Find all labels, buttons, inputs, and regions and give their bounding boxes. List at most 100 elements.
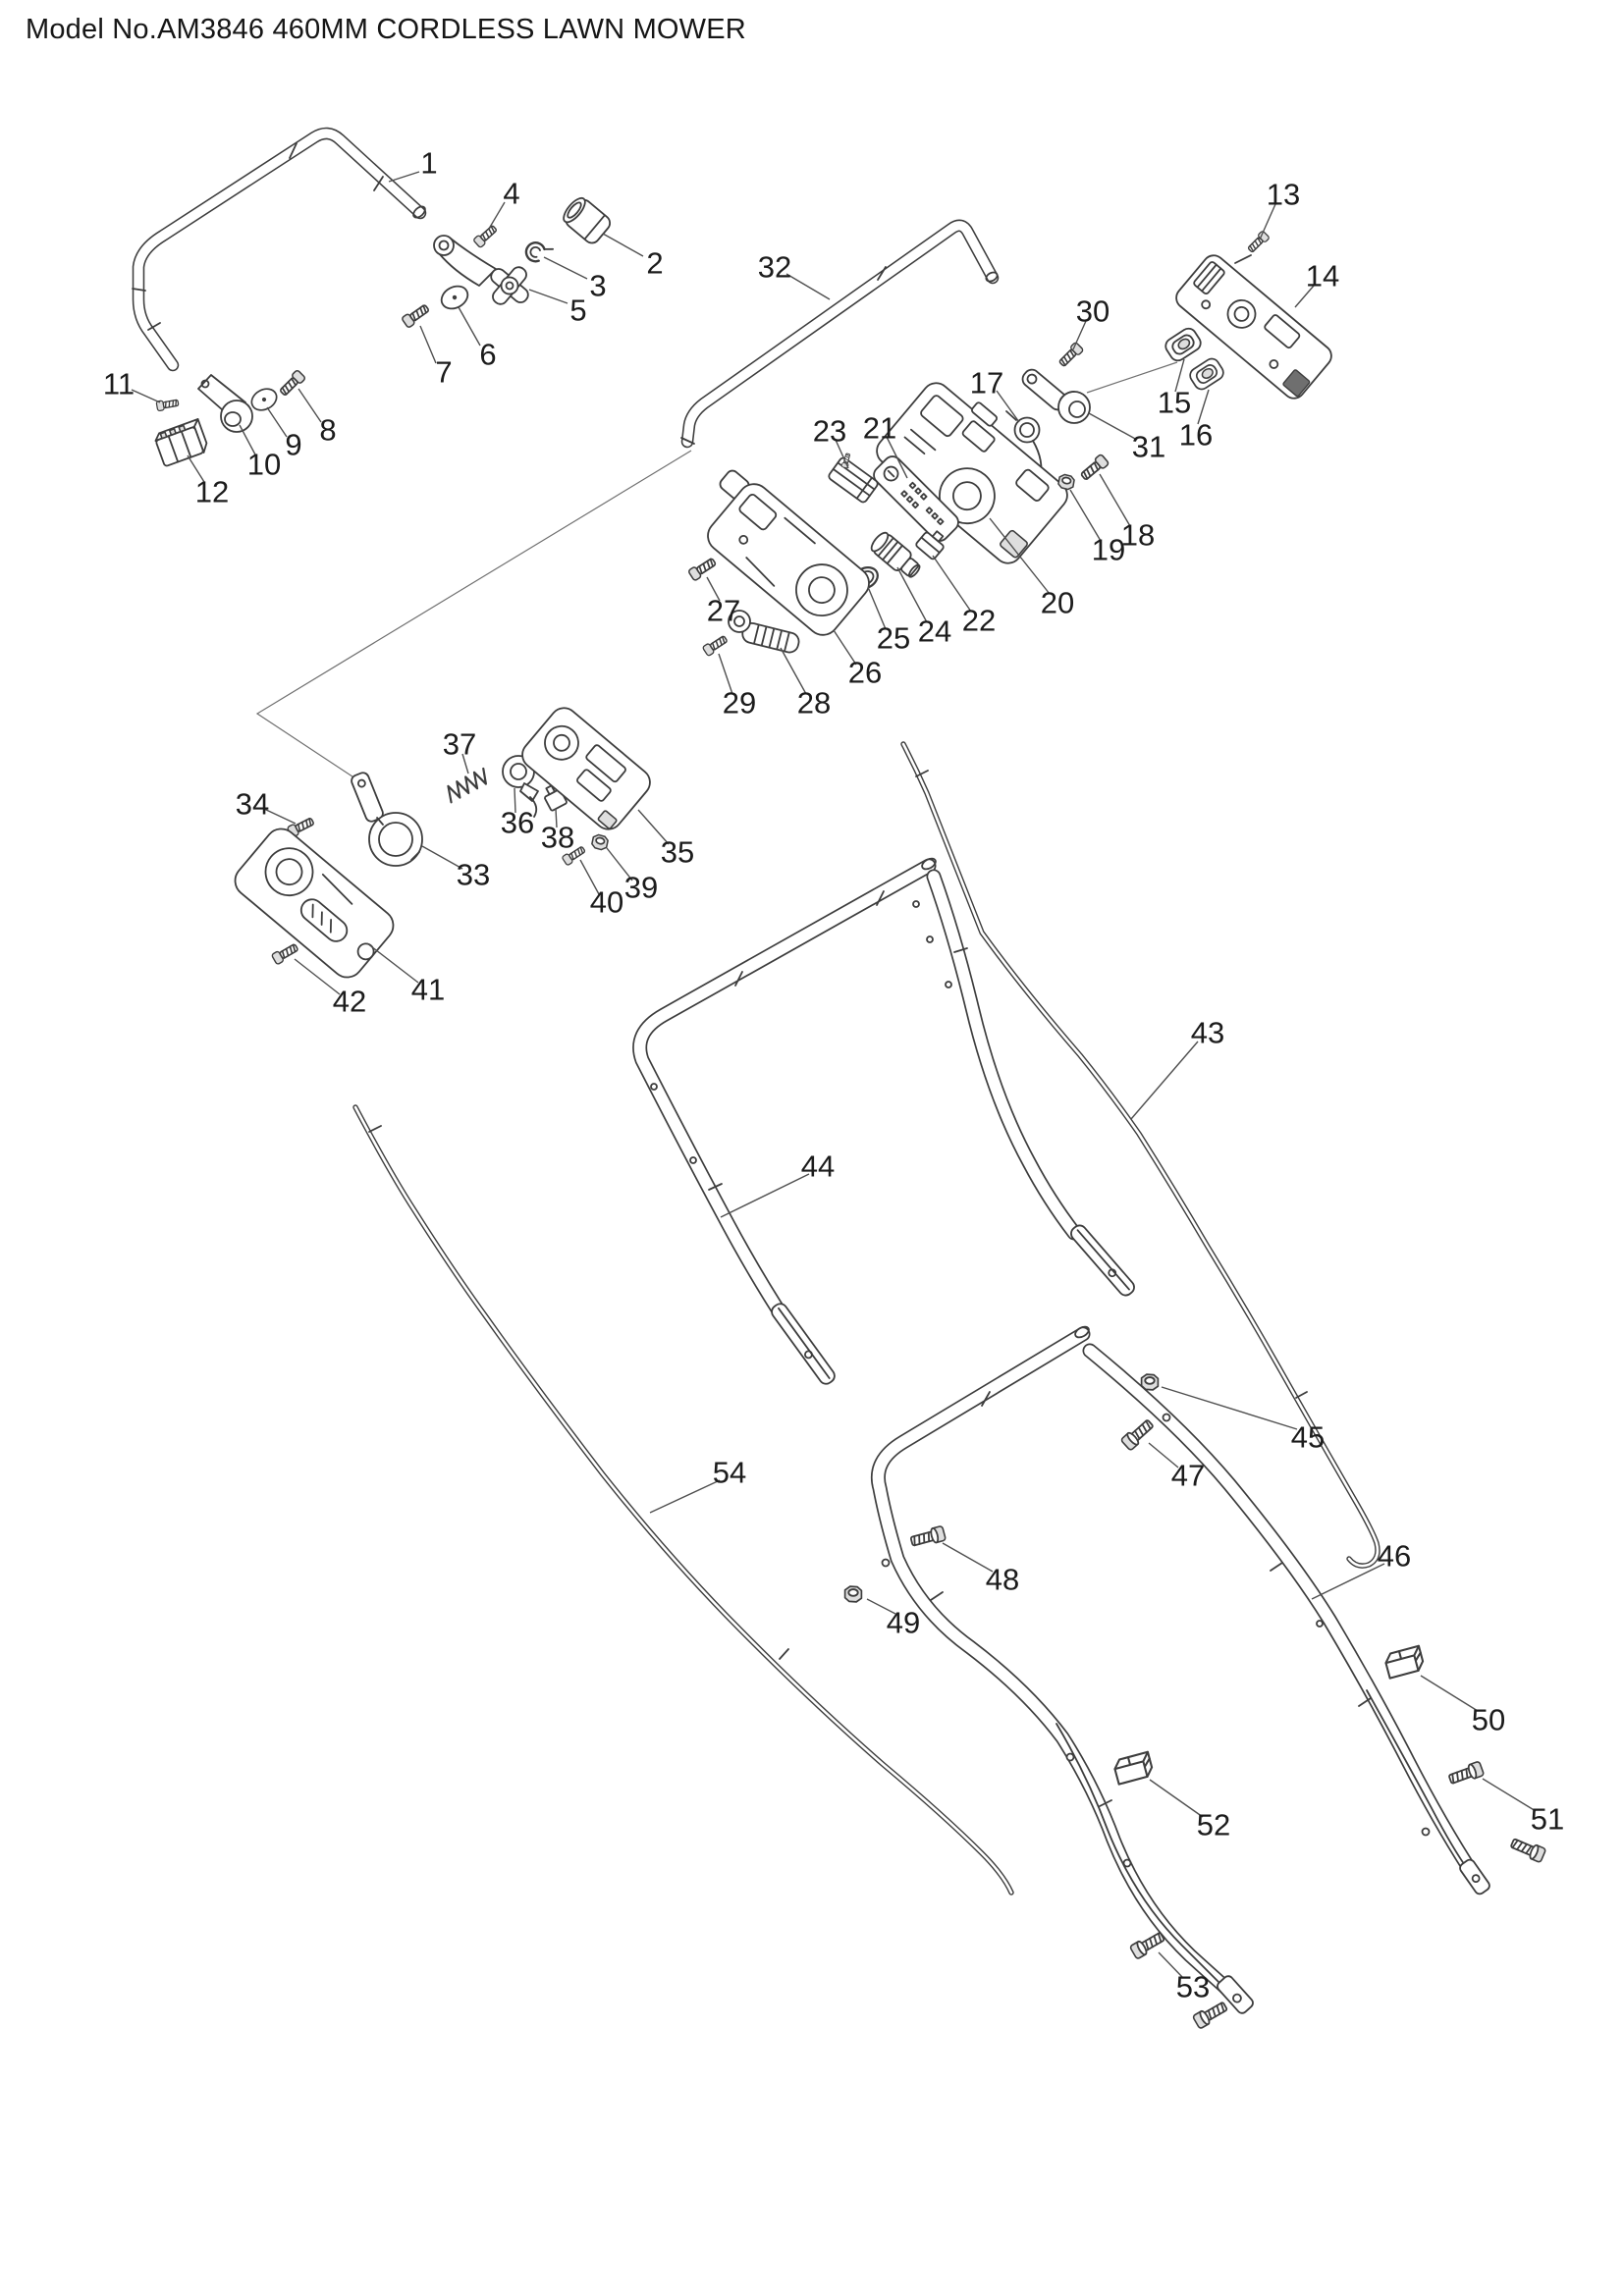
assembly-axis-line-31 (1086, 361, 1178, 394)
screw-18 (1078, 453, 1110, 483)
part-leader-44 (720, 1173, 810, 1218)
part-label-43: 43 (1191, 1016, 1224, 1050)
screw-30 (1056, 341, 1085, 369)
key-panel-21 (873, 455, 959, 542)
part-label-46: 46 (1378, 1539, 1411, 1574)
part-leader-51 (1482, 1778, 1537, 1812)
part-leader-17 (996, 390, 1020, 423)
clamp-block-50 (1382, 1644, 1427, 1680)
switch-housing-26 (707, 469, 870, 636)
part-leader-14 (1294, 285, 1315, 308)
screw-29 (701, 633, 730, 658)
part-label-6: 6 (479, 338, 496, 372)
lower-handle-left-tip (1217, 1975, 1254, 2014)
bolt-51b (1508, 1835, 1547, 1864)
part-label-11: 11 (103, 367, 135, 401)
part-leader-20 (989, 517, 1051, 595)
part-leader-23 (835, 439, 849, 469)
handle-mount-left (154, 368, 307, 467)
part-label-34: 34 (236, 787, 269, 822)
part-label-24: 24 (918, 614, 951, 649)
clamp-ring-33 (368, 812, 423, 867)
part-leader-28 (780, 647, 807, 695)
part-label-32: 32 (758, 250, 791, 285)
part-leader-48 (942, 1542, 994, 1573)
lever-28 (728, 610, 800, 654)
part-label-39: 39 (624, 871, 658, 905)
plug-24 (870, 531, 921, 578)
part-leader-29 (718, 653, 733, 695)
nut-39 (590, 832, 610, 852)
lower-handle-tube (871, 1325, 1490, 2014)
part-leader-50 (1420, 1675, 1479, 1712)
washer-9 (246, 384, 282, 415)
bolt-48 (908, 1524, 947, 1550)
stop-control-rod (680, 219, 1000, 449)
part-leader-47 (1148, 1442, 1179, 1468)
part-label-38: 38 (541, 821, 574, 855)
part-leader-38 (555, 808, 558, 828)
screw-42 (270, 940, 300, 966)
part-leader-52 (1149, 1779, 1204, 1818)
nut-49 (843, 1585, 863, 1603)
part-leader-34 (263, 808, 297, 825)
part-label-21: 21 (863, 411, 896, 446)
cover-housing-14 (1175, 254, 1332, 400)
button-15 (1162, 324, 1205, 365)
part-leader-13 (1259, 203, 1276, 240)
part-label-54: 54 (713, 1456, 746, 1490)
part-leader-2 (602, 233, 644, 257)
part-leader-40 (579, 859, 600, 895)
part-label-42: 42 (333, 985, 366, 1019)
part-leader-42 (294, 958, 341, 995)
part-leader-31 (1088, 412, 1138, 441)
part-label-53: 53 (1176, 1970, 1210, 2004)
connector-22 (915, 530, 945, 561)
part-label-29: 29 (723, 686, 756, 721)
part-label-50: 50 (1472, 1703, 1505, 1737)
part-leader-53 (1158, 1951, 1184, 1979)
part-label-17: 17 (970, 366, 1003, 400)
bolt-47 (1119, 1416, 1157, 1452)
drawing-layer (132, 127, 1547, 2030)
part-leader-41 (366, 942, 419, 984)
part-leader-33 (421, 845, 463, 870)
nut-45 (1140, 1373, 1160, 1391)
bolt-51 (1446, 1760, 1486, 1788)
screw-27 (686, 555, 719, 582)
part-label-31: 31 (1132, 430, 1165, 464)
clamp-housing-41 (234, 828, 395, 979)
part-label-48: 48 (986, 1563, 1019, 1597)
switch-cover-assembly (1162, 230, 1332, 400)
part-leader-5 (528, 289, 568, 304)
clamp-assemblies (234, 707, 651, 979)
part-leader-11 (131, 389, 161, 403)
part-label-4: 4 (503, 177, 519, 211)
part-label-5: 5 (569, 294, 586, 328)
part-label-28: 28 (797, 686, 831, 721)
button-16 (1186, 354, 1227, 394)
part-label-49: 49 (887, 1606, 920, 1640)
cam-lever-assembly (400, 196, 612, 330)
part-leader-54 (649, 1479, 721, 1514)
clamp-housing-35 (521, 707, 651, 830)
switch-box-assembly (686, 341, 1110, 658)
part-label-44: 44 (801, 1149, 835, 1184)
cam-cross-knob (490, 266, 529, 305)
part-leader-15 (1174, 358, 1185, 393)
part-label-52: 52 (1197, 1808, 1230, 1842)
part-label-22: 22 (962, 604, 996, 638)
part-label-18: 18 (1121, 518, 1155, 553)
part-leader-8 (298, 388, 322, 423)
part-leader-37 (461, 753, 469, 774)
washer-6 (436, 281, 473, 314)
control-cable-right (900, 741, 1380, 1569)
part-leader-46 (1311, 1563, 1385, 1600)
part-leader-45 (1161, 1386, 1298, 1430)
part-leader-19 (1069, 489, 1102, 542)
page-title: Model No.AM3846 460MM CORDLESS LAWN MOWE… (26, 14, 746, 45)
part-label-15: 15 (1158, 386, 1191, 420)
part-label-23: 23 (813, 414, 846, 449)
